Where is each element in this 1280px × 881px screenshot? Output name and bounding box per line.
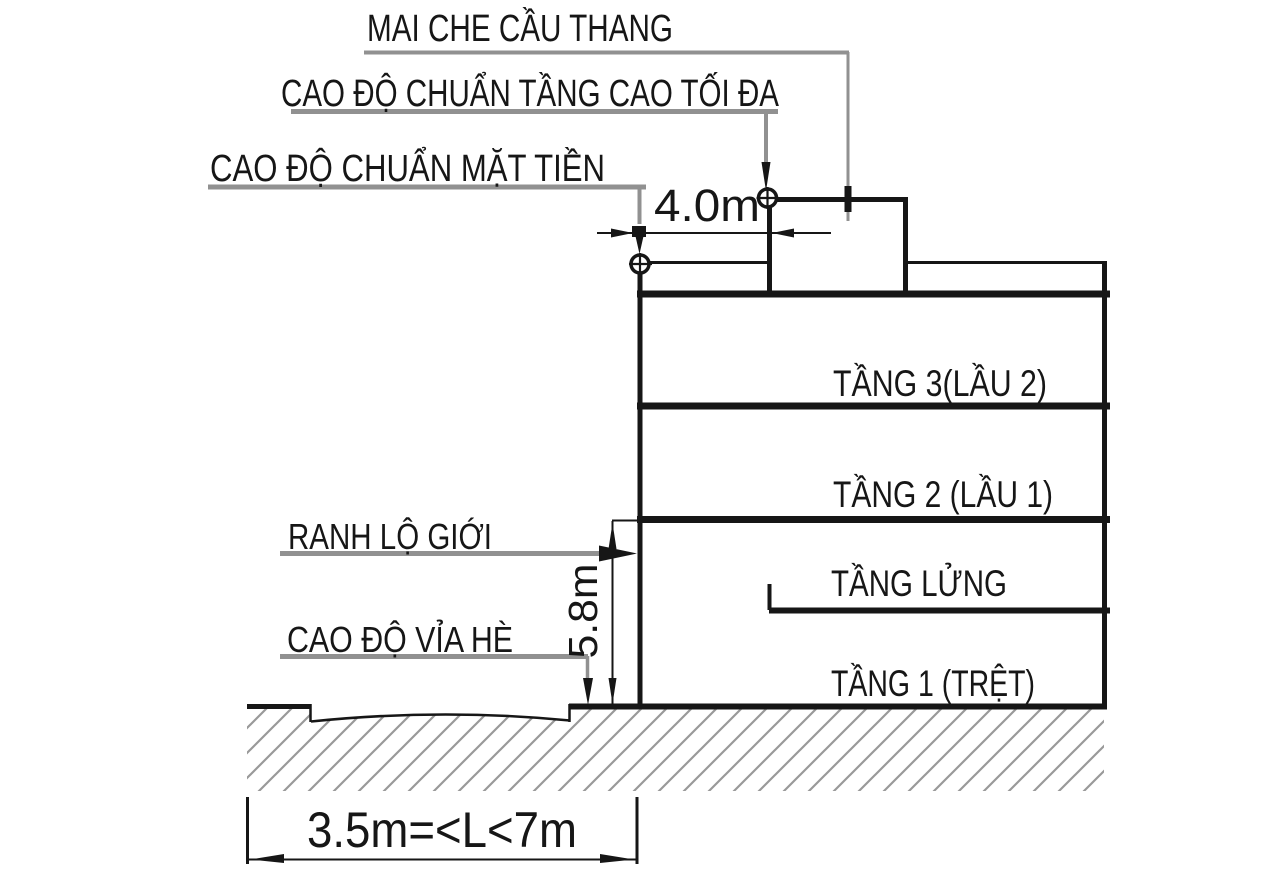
- facade-standard-label: CAO ĐỘ CHUẨN MẶT TIỀN: [210, 145, 605, 190]
- labels: MAI CHE CẦU THANG CAO ĐỘ CHUẨN TẦNG CAO …: [210, 6, 1053, 858]
- setback-arrow-left: [611, 228, 633, 238]
- height-dim-arrow-up: [608, 523, 617, 549]
- height-dim-value: 5.8m: [560, 564, 606, 659]
- datum-markers: [629, 187, 779, 276]
- facade-datum-cross: [629, 253, 652, 276]
- road-dim-arrow-right: [600, 854, 634, 863]
- floor-label-mezzanine: TẦNG LỬNG: [831, 562, 1007, 604]
- road-boundary-label: RANH LỘ GIỚI: [288, 516, 492, 557]
- building-outline: [637, 197, 1110, 704]
- setback-dim-value: 4.0m: [654, 180, 760, 231]
- floor-label-3: TẦNG 3(LẦU 2): [833, 363, 1047, 404]
- ground-lines: [247, 703, 1107, 723]
- sidewalk-arrowhead: [583, 678, 593, 705]
- facade-arrowhead: [635, 234, 644, 254]
- floor-label-1: TẦNG 1 (TRỆT): [831, 663, 1035, 704]
- road-surface-arc: [310, 713, 571, 723]
- dimension-graphics: [246, 162, 852, 864]
- max-height-arrowhead: [761, 162, 771, 191]
- height-dim-arrow-down: [608, 678, 617, 704]
- floor-label-2: TẦNG 2 (LẦU 1): [833, 474, 1053, 515]
- leader-lines: [208, 50, 850, 679]
- sidewalk-elevation-label: CAO ĐỘ VỈA HÈ: [287, 619, 513, 660]
- max-height-datum-cross: [756, 187, 779, 209]
- road-width-dim-value: 3.5m=<L<7m: [307, 802, 577, 858]
- road-dim-arrow-left: [250, 854, 284, 863]
- facade-node-square: [632, 226, 646, 237]
- max-floor-height-label: CAO ĐỘ CHUẨN TẦNG CAO TỐI ĐA: [281, 70, 780, 115]
- road-boundary-arrowhead: [599, 545, 637, 562]
- setback-arrow-right: [772, 228, 794, 238]
- stair-cover-box: [767, 197, 908, 292]
- ground-hatch: [247, 706, 1104, 791]
- stair-cover-label: MAI CHE CẦU THANG: [367, 6, 673, 50]
